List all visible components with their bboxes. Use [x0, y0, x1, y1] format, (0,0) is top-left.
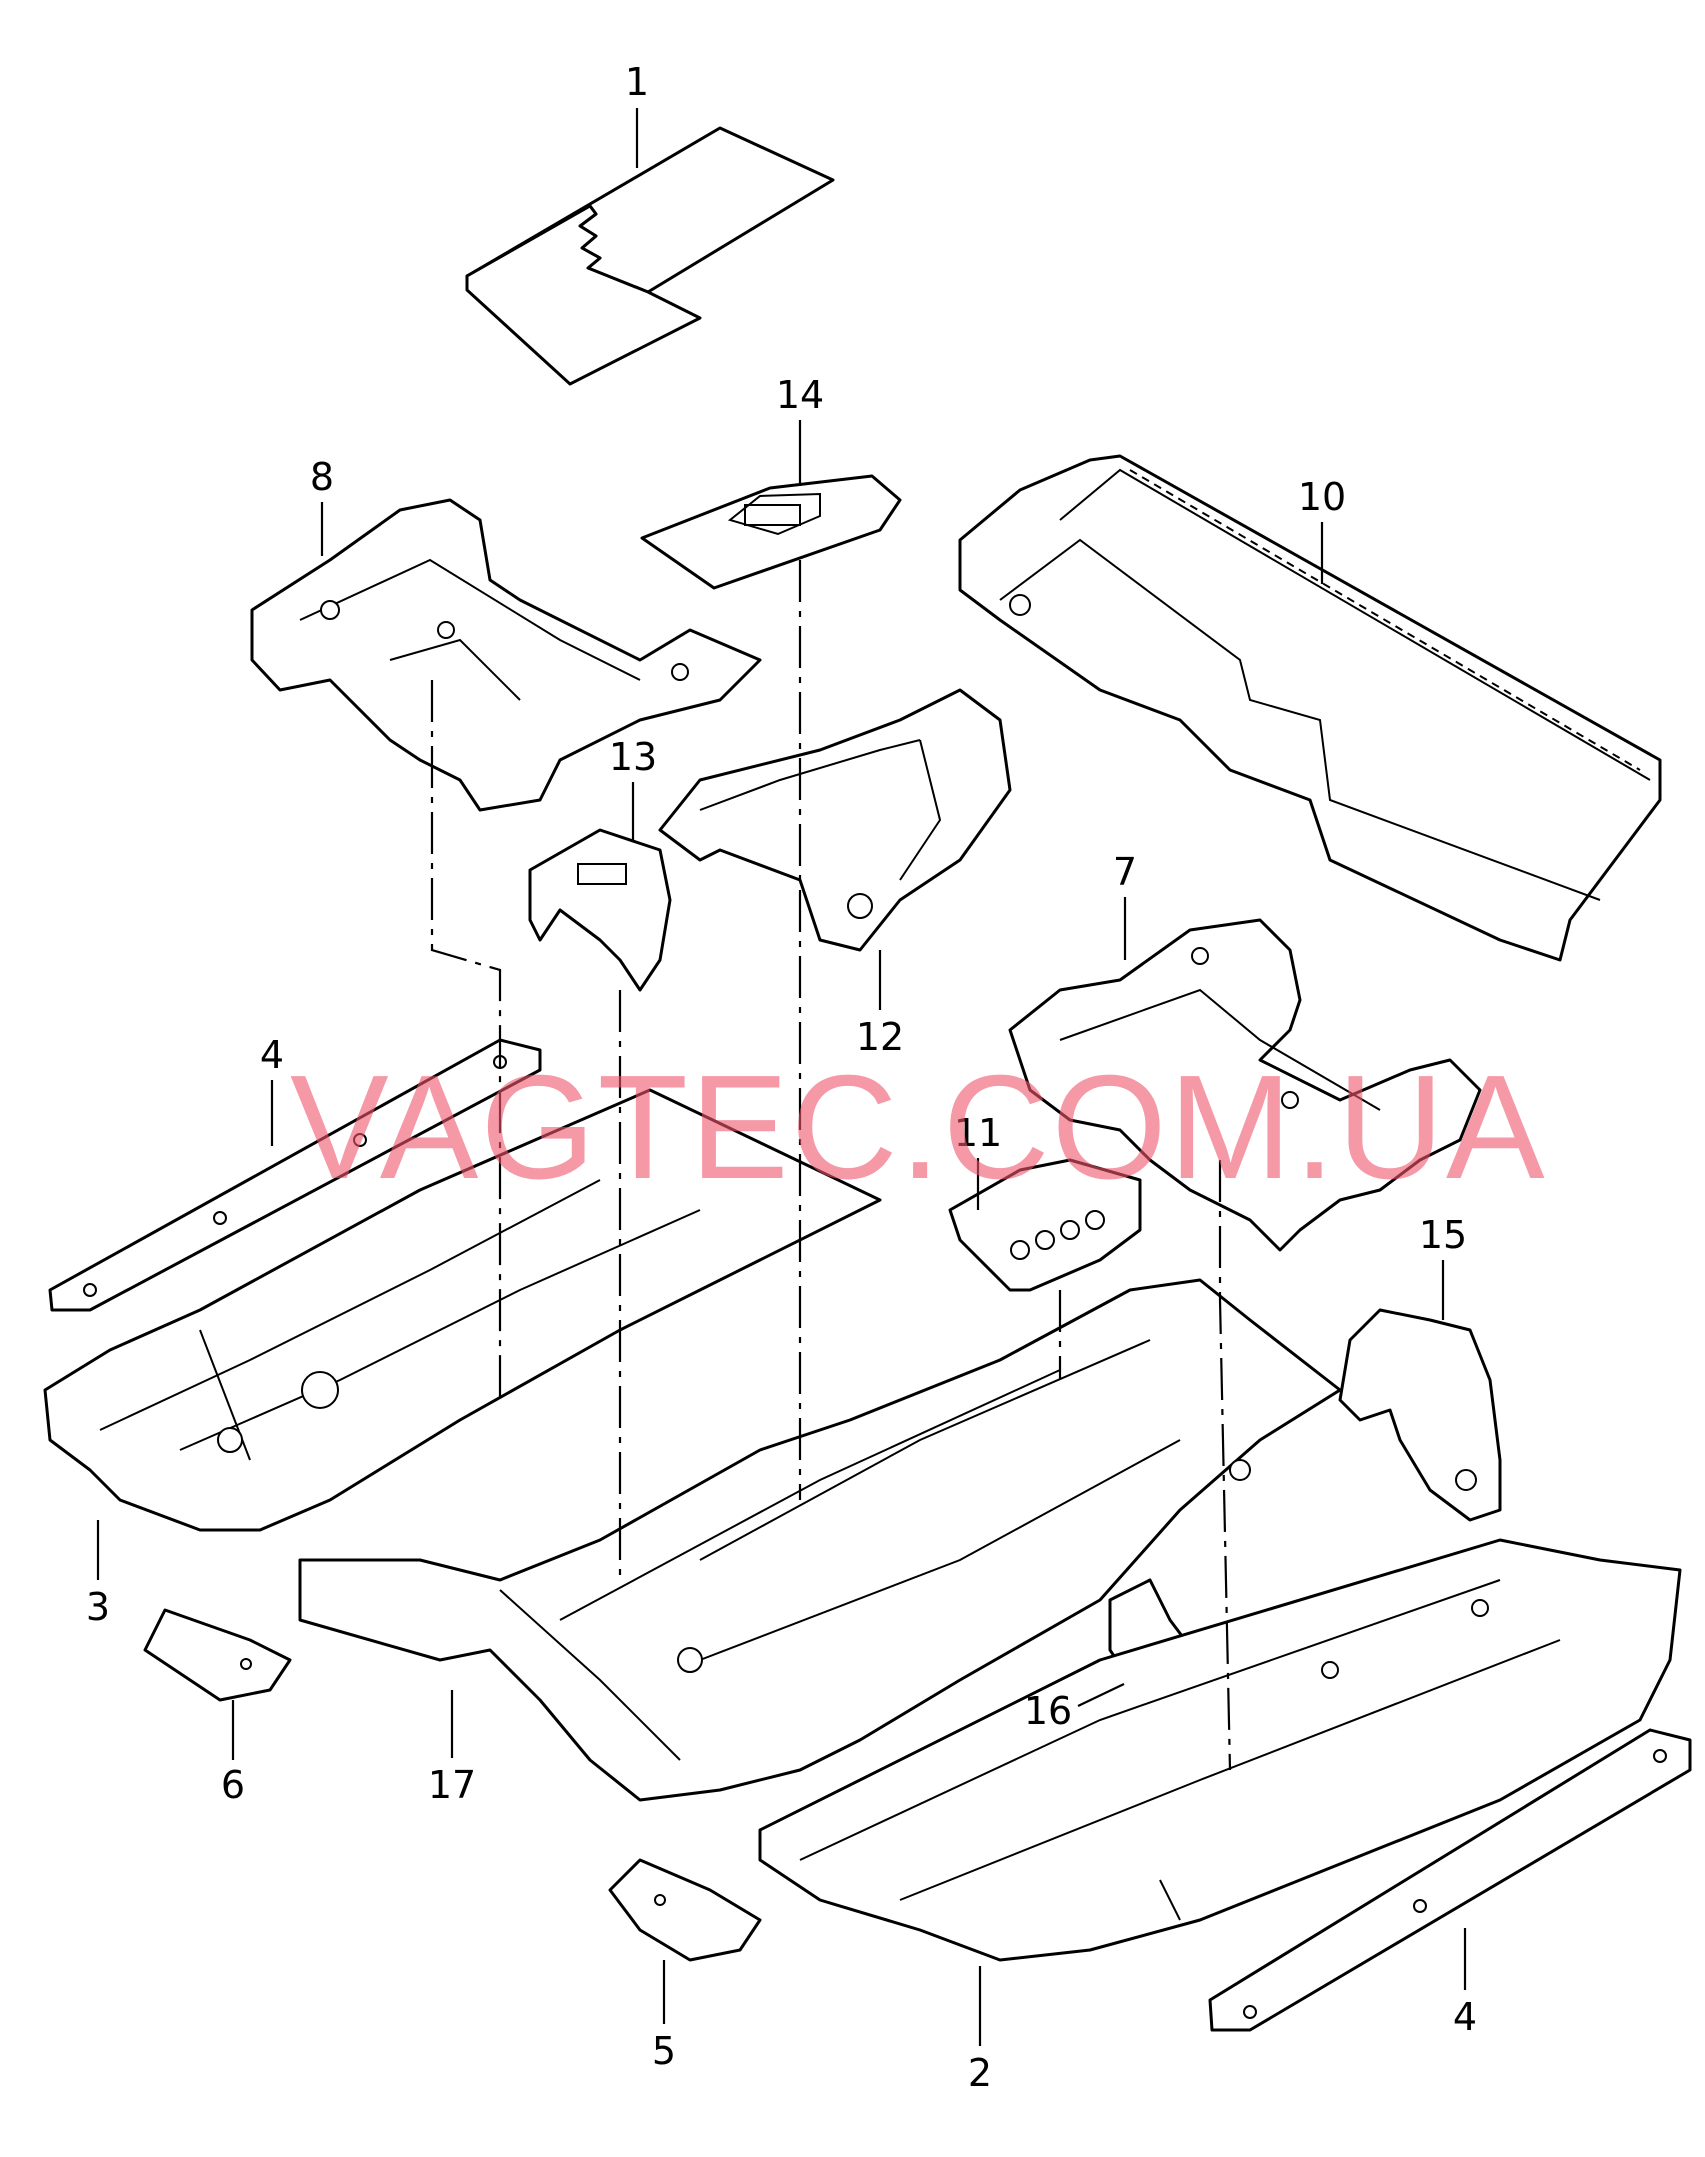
callout-label: 15 — [1419, 1213, 1467, 1257]
part-8-crossmember-left — [250, 498, 762, 812]
callout-2: 2 — [968, 1966, 992, 2095]
callout-label: 1 — [625, 60, 649, 104]
part-11-bracket — [948, 1158, 1142, 1292]
callout-label: 6 — [221, 1763, 245, 1807]
callout-label: 8 — [310, 455, 334, 499]
callout-label: 11 — [954, 1111, 1002, 1155]
callout-label: 10 — [1298, 475, 1346, 519]
callout-16: 16 — [1024, 1683, 1125, 1733]
callout-label: 2 — [968, 2051, 992, 2095]
part-5-gusset — [608, 1858, 762, 1962]
part-14-cover-plate — [640, 474, 902, 590]
callout-label: 14 — [776, 373, 824, 417]
callout-4-lower: 4 — [1453, 1928, 1477, 2039]
callout-1: 1 — [625, 60, 649, 168]
part-17-floor-centre — [298, 1278, 1342, 1802]
callout-15: 15 — [1419, 1213, 1467, 1320]
callout-5: 5 — [652, 1960, 676, 2073]
part-13-bracket — [528, 828, 672, 992]
callout-6: 6 — [221, 1700, 245, 1807]
part-7-crossmember-right — [1008, 918, 1482, 1252]
callout-11: 11 — [954, 1111, 1002, 1210]
callout-label: 4 — [260, 1033, 284, 1077]
part-12-tunnel-reinforcement — [658, 688, 1012, 952]
assembly-lines — [430, 560, 1232, 1771]
callout-7: 7 — [1113, 850, 1137, 960]
callout-4-upper: 4 — [260, 1033, 284, 1146]
callout-label: 16 — [1024, 1689, 1072, 1733]
callout-label: 12 — [856, 1015, 904, 1059]
callout-17: 17 — [428, 1690, 476, 1807]
callout-12: 12 — [856, 950, 904, 1059]
callout-label: 4 — [1453, 1995, 1477, 2039]
callout-label: 17 — [428, 1763, 476, 1807]
part-1-insulation-mat — [465, 126, 835, 386]
callout-label: 7 — [1113, 850, 1137, 894]
callout-3: 3 — [86, 1520, 110, 1629]
callout-14: 14 — [776, 373, 824, 486]
callout-label: 13 — [609, 735, 657, 779]
part-6-gusset — [143, 1608, 292, 1702]
part-2-floor-right — [758, 1538, 1682, 1962]
callout-label: 3 — [86, 1585, 110, 1629]
part-15-rear-bracket — [1338, 1308, 1502, 1522]
watermark-text: VAGTEC.COM.UA — [290, 1045, 1547, 1210]
callout-8: 8 — [310, 455, 334, 556]
part-4-sill-strip-lower — [1208, 1728, 1692, 2032]
callout-label: 5 — [652, 2029, 676, 2073]
part-10-rear-panel — [958, 454, 1662, 962]
callout-13: 13 — [609, 735, 657, 842]
callout-10: 10 — [1298, 475, 1346, 584]
